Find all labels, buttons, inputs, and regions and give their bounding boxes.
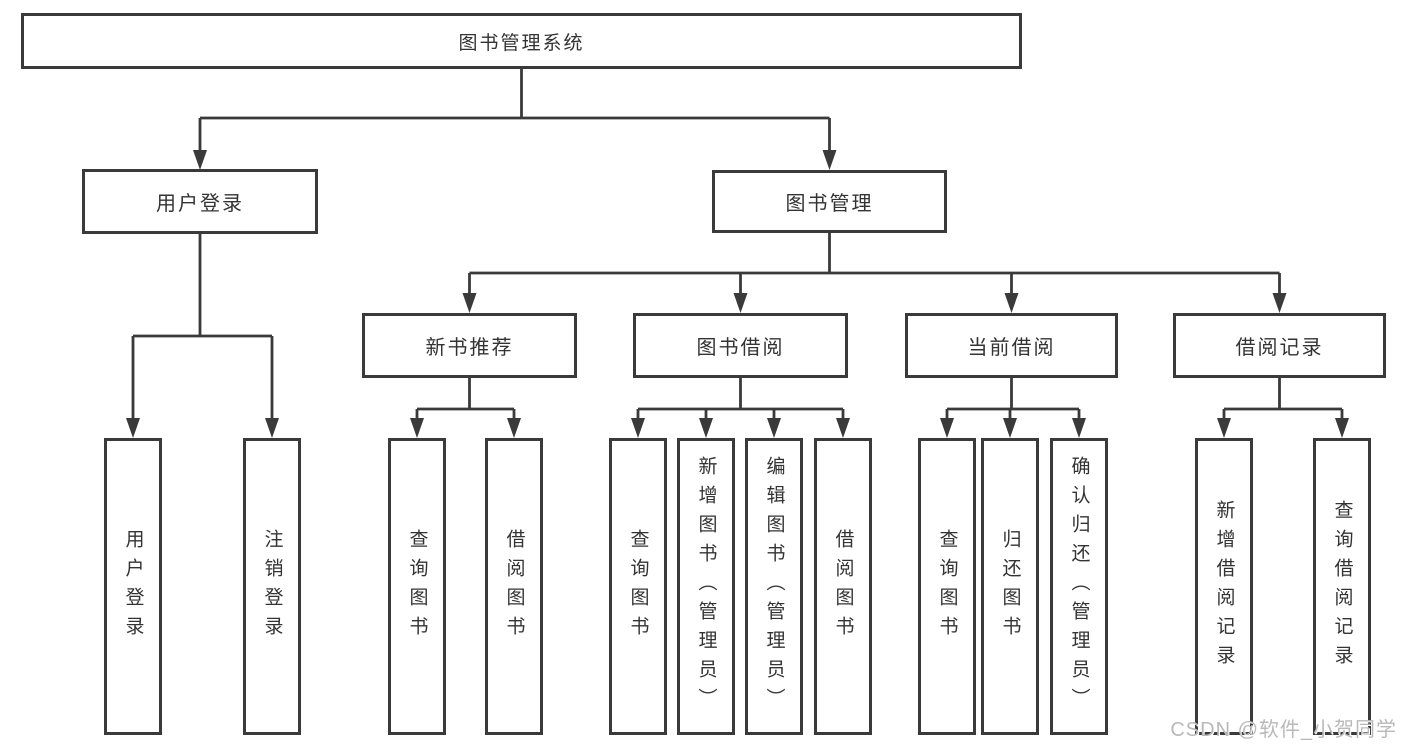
leaf-label: 查询借阅记录 [1331, 499, 1353, 674]
node-label: 新书推荐 [425, 337, 514, 359]
node-label: 图书借阅 [696, 337, 785, 359]
leaf-add-borrow-record: 新增借阅记录 [1195, 438, 1253, 735]
leaf-label: 编辑图书（管理员） [763, 456, 785, 717]
leaf-label: 注销登录 [261, 528, 283, 645]
leaf-borrow-books: 借阅图书 [814, 438, 872, 735]
leaf-query-borrow-record: 查询借阅记录 [1313, 438, 1371, 735]
leaf-query-books-current: 查询图书 [918, 438, 976, 735]
leaf-label: 确认归还（管理员） [1068, 456, 1090, 717]
node-label: 图书管理 [785, 193, 874, 215]
leaf-label: 借阅图书 [832, 528, 854, 645]
node-borrowing-records: 借阅记录 [1173, 313, 1386, 378]
leaf-label: 新增借阅记录 [1213, 499, 1235, 674]
leaf-label: 查询图书 [627, 528, 649, 645]
leaf-label: 查询图书 [936, 528, 958, 645]
leaf-borrow-books-recommend: 借阅图书 [485, 438, 543, 735]
node-book-borrowing: 图书借阅 [633, 313, 848, 378]
leaf-add-book-admin: 新增图书（管理员） [677, 438, 735, 735]
leaf-logout: 注销登录 [243, 438, 301, 735]
leaf-user-login: 用户登录 [104, 438, 162, 735]
leaf-label: 借阅图书 [503, 528, 525, 645]
node-label: 当前借阅 [967, 337, 1056, 359]
node-user-login-branch: 用户登录 [82, 169, 318, 234]
node-label: 用户登录 [156, 193, 244, 215]
node-root-label: 图书管理系统 [458, 32, 585, 54]
leaf-query-books-borrow: 查询图书 [609, 438, 667, 735]
leaf-label: 查询图书 [406, 528, 428, 645]
node-label: 借阅记录 [1235, 337, 1324, 359]
node-current-borrowing: 当前借阅 [905, 313, 1118, 378]
leaf-label: 新增图书（管理员） [695, 456, 717, 717]
node-book-management-branch: 图书管理 [712, 170, 947, 233]
leaf-query-books-recommend: 查询图书 [388, 438, 446, 735]
node-root-system: 图书管理系统 [21, 13, 1022, 69]
arrowheads [126, 150, 1349, 438]
leaf-label: 归还图书 [999, 528, 1021, 645]
node-new-book-recommend: 新书推荐 [362, 313, 577, 378]
leaf-label: 用户登录 [122, 528, 144, 645]
leaf-edit-book-admin: 编辑图书（管理员） [745, 438, 803, 735]
leaf-return-book: 归还图书 [981, 438, 1039, 735]
leaf-confirm-return-admin: 确认归还（管理员） [1050, 438, 1108, 735]
